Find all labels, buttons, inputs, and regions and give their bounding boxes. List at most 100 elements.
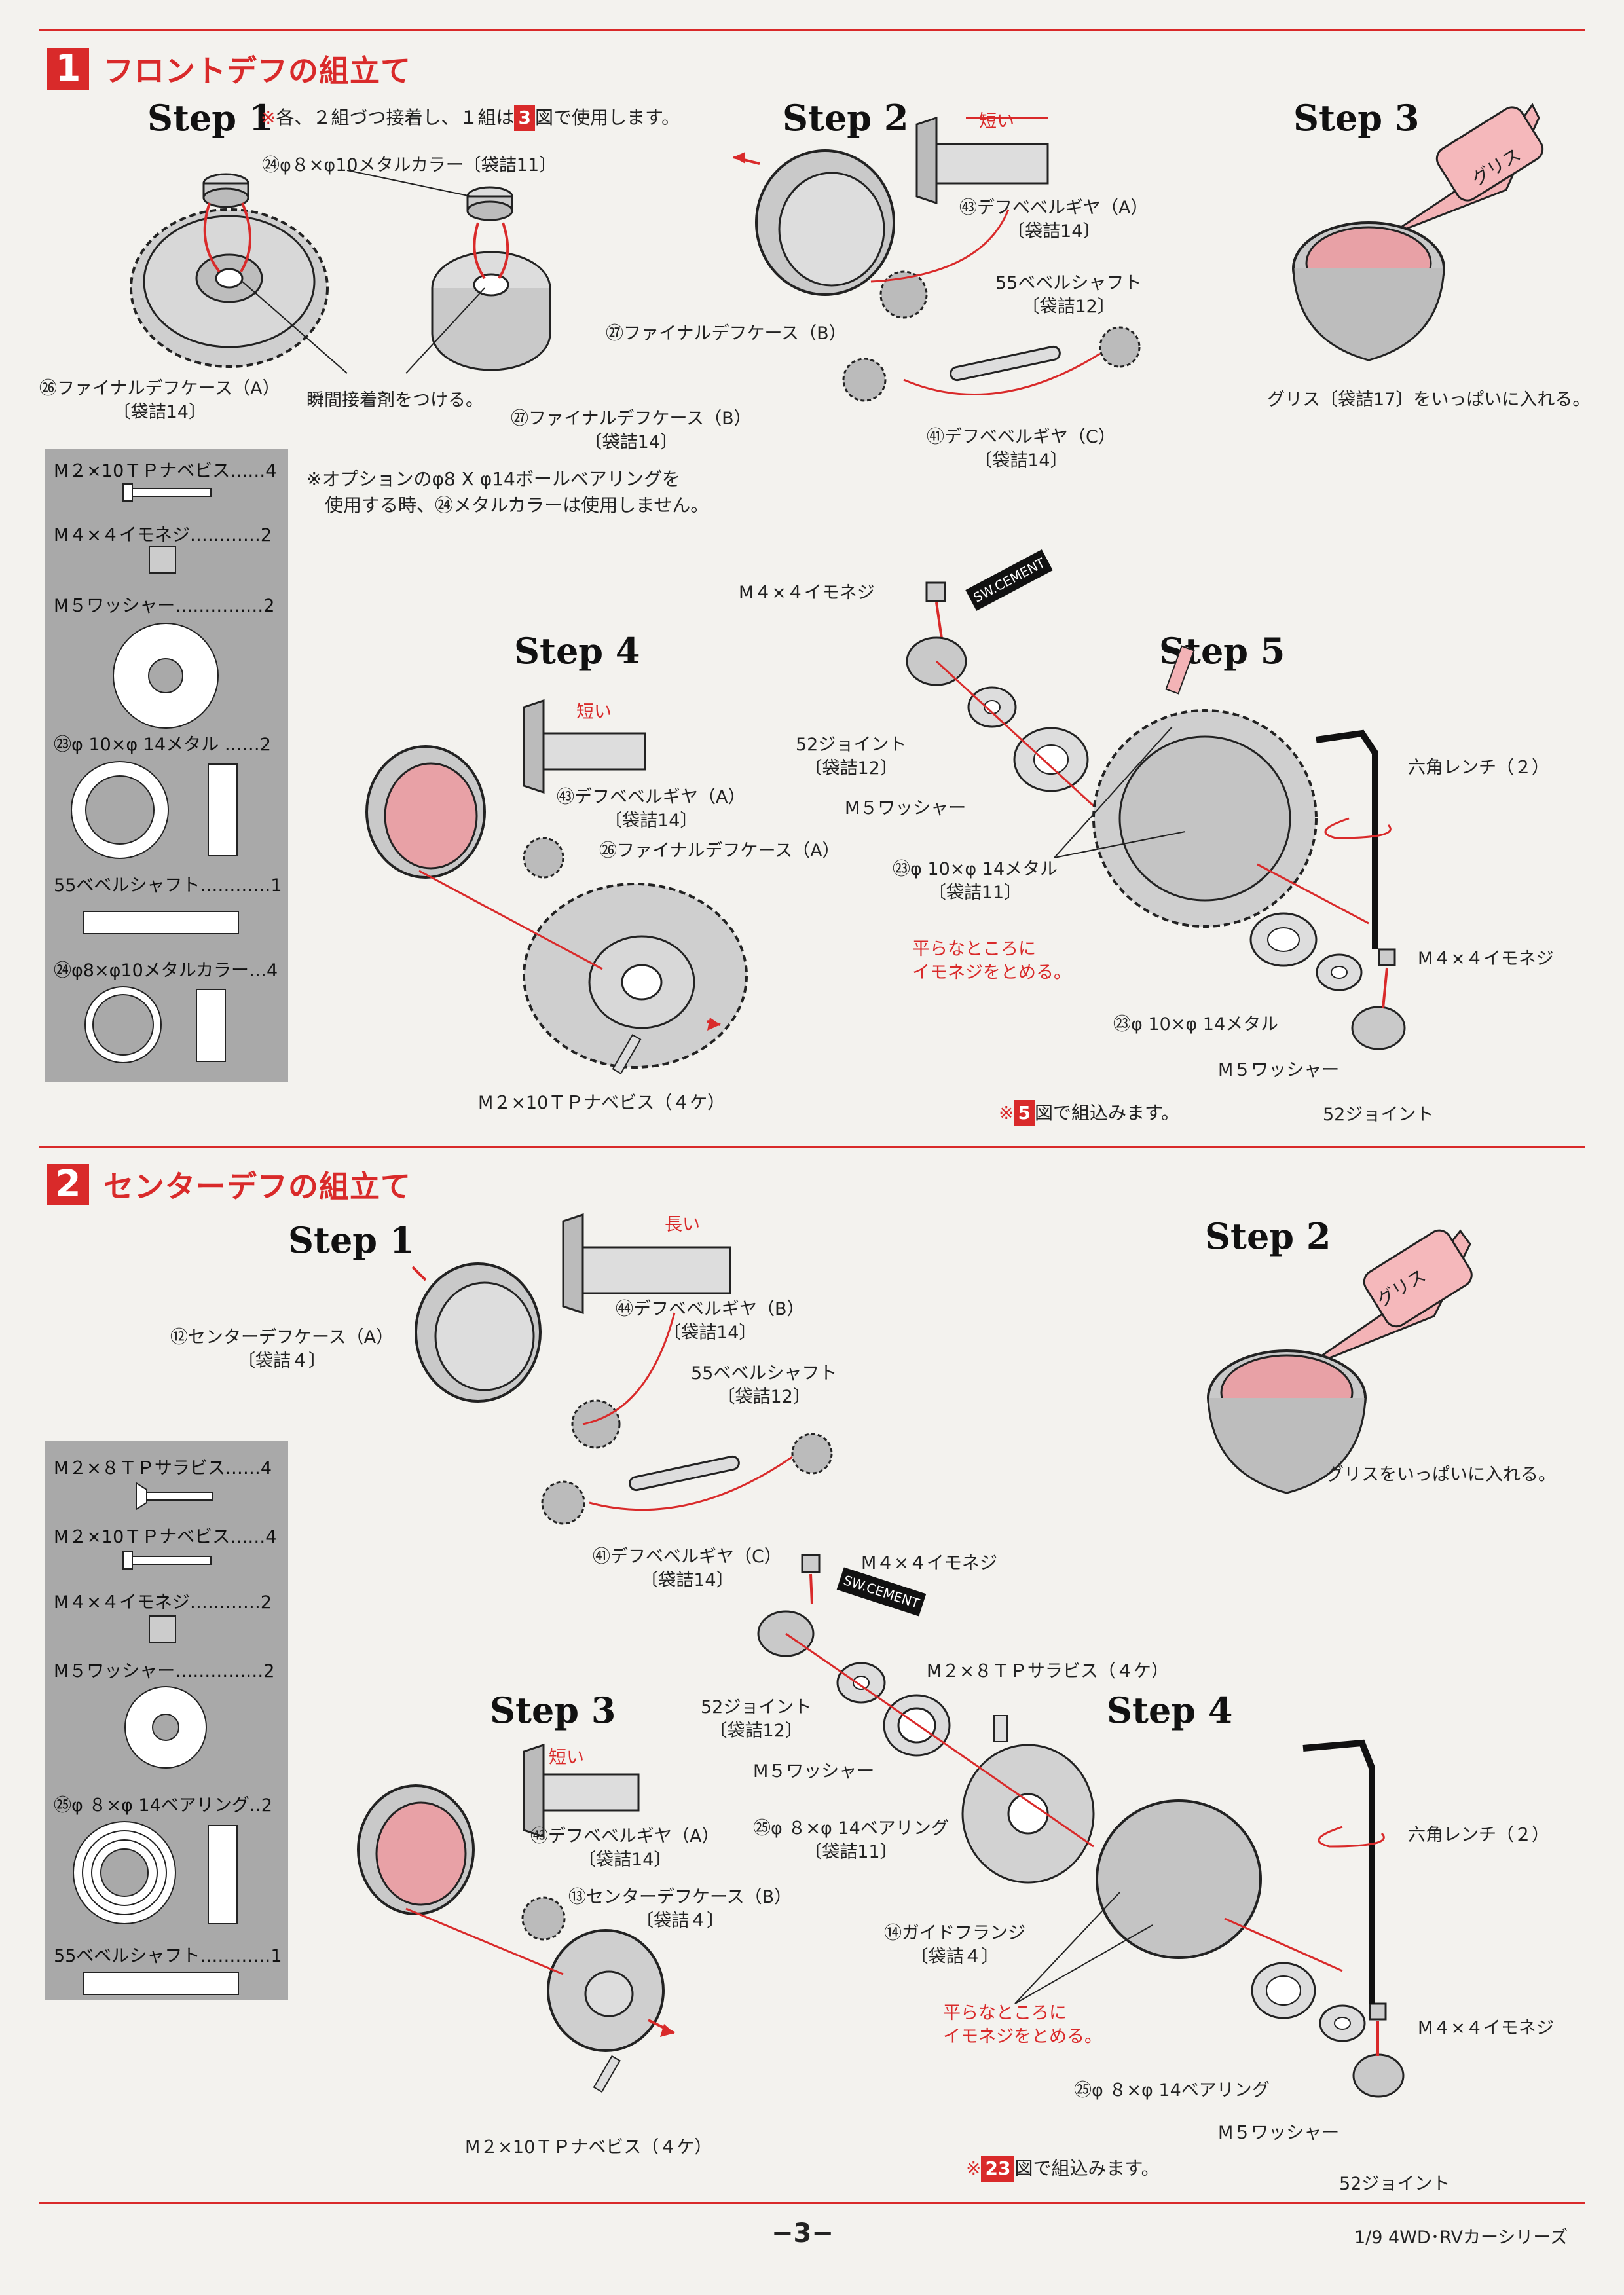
s2-step3-label: Step 3 bbox=[490, 1689, 616, 1731]
s1-step2-case-b: ㉗ファイナルデフケース（B） bbox=[606, 323, 847, 344]
s2-part-row: M２×８ＴＰサラビス……4 bbox=[54, 1458, 272, 1478]
s2-step1-long: 長い bbox=[665, 1215, 700, 1235]
section1-heading: 1 フロントデフの組立て bbox=[47, 47, 411, 90]
s1-step4-short: 短い bbox=[576, 702, 612, 722]
s1-part-row: 55ベベルシャフト…………1 bbox=[54, 875, 282, 896]
s2-step3-case-b: ⑬センターデフケース（B）〔袋詰４〕 bbox=[568, 1887, 792, 1931]
s2-step4-joint2: 52ジョイント bbox=[1339, 2174, 1450, 2194]
s1-step4-screw: M２×10ＴＰナベビス（４ケ） bbox=[478, 1093, 726, 1113]
s1-part-row: M４×４イモネジ…………2 bbox=[54, 525, 272, 545]
s1-part-row: ㉔φ8×φ10メタルカラー…4 bbox=[54, 961, 278, 981]
s1-collar-label: ㉔φ８×φ10メタルカラー〔袋詰11〕 bbox=[262, 155, 557, 175]
s1-step4-illustration bbox=[365, 699, 748, 1074]
s1-step5-joint: 52ジョイント〔袋詰12〕 bbox=[796, 735, 907, 779]
s2-step4-flat: 平らなところにイモネジをとめる。 bbox=[943, 2003, 1102, 2047]
metal-bushing-icon bbox=[71, 761, 238, 859]
s1-glue-label: 瞬間接着剤をつける。 bbox=[306, 390, 483, 411]
page-number: −3− bbox=[771, 2218, 834, 2249]
s1-step5-joint2: 52ジョイント bbox=[1323, 1105, 1434, 1125]
s1-parts-box: M２×10ＴＰナベビス……4 M４×４イモネジ…………2 M５ワッシャー…………… bbox=[45, 449, 288, 1082]
s2-step2-illustration bbox=[1207, 1229, 1473, 1494]
s1-step5-wrench: 六角レンチ（２） bbox=[1408, 758, 1549, 778]
s1-step5-setscrew2: M４×４イモネジ bbox=[1418, 949, 1554, 969]
s1-step5-washer2: M５ワッシャー bbox=[1218, 1060, 1340, 1080]
s2-step4-setscrew: M４×４イモネジ bbox=[861, 1553, 997, 1573]
s2-part-row: M５ワッシャー……………2 bbox=[54, 1661, 275, 1681]
bearing-icon bbox=[73, 1821, 238, 1924]
s2-step4-washer2: M５ワッシャー bbox=[1218, 2123, 1340, 2143]
s2-part-row: 55ベベルシャフト…………1 bbox=[54, 1946, 282, 1966]
s2-step3-illustration bbox=[357, 1743, 675, 2093]
section-divider bbox=[39, 1146, 1585, 1148]
s1-step5-metal: ㉓φ 10×φ 14メタル〔袋詰11〕 bbox=[893, 859, 1058, 903]
flat-screw-icon bbox=[136, 1482, 213, 1511]
screw-icon bbox=[122, 1551, 212, 1570]
screw-icon bbox=[122, 483, 212, 502]
s1-step2-gear-c: ㊶デフベベルギヤ（C）〔袋詰14〕 bbox=[927, 427, 1116, 471]
s1-step1-illustration bbox=[130, 170, 551, 374]
s1-step2-label: Step 2 bbox=[783, 97, 909, 139]
s2-step4-setscrew2: M４×４イモネジ bbox=[1418, 2018, 1554, 2038]
s1-step5-illustration bbox=[906, 581, 1406, 1050]
s2-step3-short: 短い bbox=[549, 1748, 584, 1768]
s1-step5-washer: M５ワッシャー bbox=[845, 798, 967, 818]
bevel-shaft-icon bbox=[83, 911, 239, 934]
s1-step2-gear-a: ㊸デフベベルギヤ（A）〔袋詰14〕 bbox=[959, 198, 1149, 242]
s1-step5-flat: 平らなところにイモネジをとめる。 bbox=[912, 939, 1071, 983]
s2-step4-bearing: ㉕φ ８×φ 14ベアリング〔袋詰11〕 bbox=[753, 1818, 949, 1862]
section2-heading: 2 センターデフの組立て bbox=[47, 1163, 411, 1206]
s2-step4-flange: ⑭ガイドフランジ〔袋詰４〕 bbox=[884, 1923, 1025, 1967]
s2-step1-label: Step 1 bbox=[288, 1219, 415, 1261]
section1-title: フロントデフの組立て bbox=[103, 53, 411, 88]
s1-step5-setscrew: M４×４イモネジ bbox=[739, 583, 875, 603]
s1-step2-short: 短い bbox=[979, 111, 1014, 132]
s2-step1-case-a: ⑫センターデフケース（A）〔袋詰４〕 bbox=[170, 1327, 394, 1371]
s2-parts-box: M２×８ＴＰサラビス……4 M２×10ＴＰナベビス……4 M４×４イモネジ………… bbox=[45, 1441, 288, 2000]
s1-step3-caption: グリス〔袋詰17〕をいっぱいに入れる。 bbox=[1267, 390, 1591, 410]
bottom-rule bbox=[39, 2202, 1585, 2204]
s2-step1-shaft: 55ベベルシャフト〔袋詰12〕 bbox=[691, 1363, 838, 1407]
s1-part-row: ㉓φ 10×φ 14メタル ……2 bbox=[54, 735, 271, 755]
s2-step1-gear-c: ㊶デフベベルギヤ（C）〔袋詰14〕 bbox=[593, 1547, 782, 1590]
s1-step1-label: Step 1 bbox=[147, 97, 274, 139]
s1-option-note: ※オプションのφ8 X φ14ボールベアリングを 使用する時、㉔メタルカラーは使… bbox=[306, 468, 709, 516]
s1-step4-case-a: ㉖ファイナルデフケース（A） bbox=[599, 841, 840, 861]
s2-step4-flatscrew: M２×８ＴＰサラビス（４ケ） bbox=[927, 1661, 1169, 1681]
s2-step1-gear-b: ㊹デフベベルギヤ（B）〔袋詰14〕 bbox=[616, 1299, 805, 1343]
s1-step4-gear-a: ㊸デフベベルギヤ（A）〔袋詰14〕 bbox=[557, 787, 746, 831]
bevel-shaft-icon bbox=[83, 1972, 239, 1995]
s1-step3-illustration bbox=[1292, 103, 1544, 361]
s1-step2-shaft: 55ベベルシャフト〔袋詰12〕 bbox=[995, 273, 1142, 317]
series-name: 1/9 4WD･RVカーシリーズ bbox=[1354, 2228, 1568, 2248]
s1-step5-metal2: ㉓φ 10×φ 14メタル bbox=[1113, 1014, 1279, 1035]
s1-part-row: M５ワッシャー……………2 bbox=[54, 596, 275, 616]
top-rule bbox=[39, 29, 1585, 31]
s2-step2-label: Step 2 bbox=[1205, 1215, 1331, 1257]
s2-step1-illustration bbox=[411, 1213, 833, 1525]
s1-case-b-label: ㉗ファイナルデフケース（B）〔袋詰14〕 bbox=[511, 409, 752, 452]
s2-part-row: ㉕φ ８×φ 14ベアリング‥2 bbox=[54, 1795, 272, 1816]
setscrew-icon bbox=[149, 546, 176, 574]
section2-title: センターデフの組立て bbox=[103, 1169, 411, 1204]
section2-number: 2 bbox=[47, 1164, 89, 1205]
metal-collar-icon bbox=[84, 986, 226, 1063]
s2-part-row: M２×10ＴＰナベビス……4 bbox=[54, 1527, 277, 1547]
s1-step3-label: Step 3 bbox=[1293, 97, 1420, 139]
s2-step3-screw: M２×10ＴＰナベビス（４ケ） bbox=[465, 2137, 712, 2157]
s2-step4-illustration bbox=[757, 1554, 1405, 2098]
s2-step4-washer: M５ワッシャー bbox=[753, 1761, 875, 1782]
washer-icon bbox=[113, 623, 219, 729]
washer-icon bbox=[124, 1686, 207, 1769]
s2-step4-joint: 52ジョイント〔袋詰12〕 bbox=[701, 1697, 812, 1741]
s1-step4-label: Step 4 bbox=[514, 630, 640, 672]
s2-step2-caption: グリスをいっぱいに入れる。 bbox=[1326, 1465, 1556, 1485]
section1-number: 1 bbox=[47, 48, 89, 90]
s1-case-a-label: ㉖ファイナルデフケース（A）〔袋詰14〕 bbox=[39, 378, 280, 422]
setscrew-icon bbox=[149, 1615, 176, 1643]
s2-step4-wrench: 六角レンチ（２） bbox=[1408, 1825, 1549, 1845]
s2-step4-bearing2: ㉕φ ８×φ 14ベアリング bbox=[1074, 2080, 1270, 2101]
s2-step3-gear-a: ㊸デフベベルギヤ（A）〔袋詰14〕 bbox=[530, 1826, 720, 1870]
